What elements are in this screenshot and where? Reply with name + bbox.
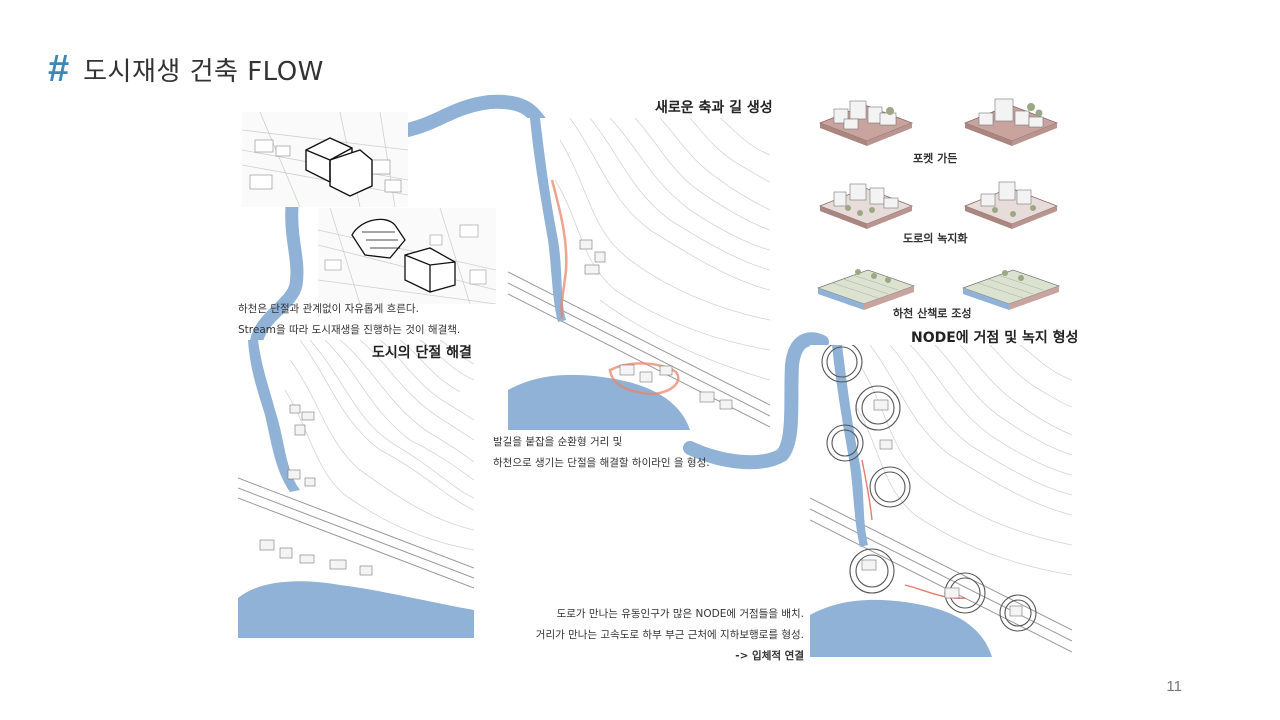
- map-panel-b: [318, 208, 496, 304]
- stream-connectors: [249, 94, 829, 470]
- caption-disconnection: 하천은 단절과 관계없이 자유롭게 흐른다. Stream을 따라 도시재생을 …: [238, 299, 460, 341]
- caption-line: 하천으로 생기는 단절을 해결할 하이라인 을 형성.: [493, 457, 710, 469]
- legend-road-greening-graphics: [818, 181, 1059, 229]
- map-panel-c: [238, 340, 474, 638]
- panel-heading-disconnection: 도시의 단절 해결: [372, 345, 472, 361]
- map-panel-d: [508, 118, 770, 430]
- legend-label-pocket-garden: 포켓 가든: [913, 152, 958, 165]
- caption-line: 발길을 붙잡을 순환형 거리 및: [493, 436, 623, 448]
- caption-line: 거리가 만나는 고속도로 하부 부근 근처에 지하보행로를 형성.: [535, 629, 804, 641]
- stream-connector-top: [401, 94, 547, 137]
- caption-line: 하천은 단절과 관계없이 자유롭게 흐른다.: [238, 303, 419, 315]
- legend-pocket-garden-graphics: [818, 98, 1059, 146]
- caption-line: -> 입체적 연결: [735, 650, 804, 662]
- panel-heading-new-axis: 새로운 축과 길 생성: [655, 100, 773, 116]
- caption-line: Stream을 따라 도시재생을 진행하는 것이 해결책.: [238, 324, 461, 336]
- hash-icon: #: [48, 48, 70, 90]
- page-number: 11: [1166, 678, 1182, 695]
- stream-connector-left: [249, 200, 304, 352]
- caption-line: 도로가 만나는 유동인구가 많은 NODE에 거점들을 배치.: [556, 608, 804, 620]
- legend-stream-walk-graphics: [816, 269, 1061, 310]
- map-panel-e: [810, 345, 1072, 657]
- title-block: # 도시재생 건축 FLOW: [48, 50, 324, 88]
- legend-label-stream-walk: 하천 산책로 조성: [893, 307, 972, 320]
- panel-heading-node: NODE에 거점 및 녹지 형성: [911, 330, 1079, 346]
- caption-new-axis: 발길을 붙잡을 순환형 거리 및 하천으로 생기는 단절을 해결할 하이라인 을…: [493, 432, 710, 474]
- page-title: 도시재생 건축 FLOW: [83, 56, 324, 87]
- map-panel-a: [242, 112, 408, 207]
- legend-label-road-greening: 도로의 녹지화: [903, 232, 968, 245]
- caption-node: 도로가 만나는 유동인구가 많은 NODE에 거점들을 배치. 거리가 만나는 …: [536, 604, 804, 667]
- stream-connector-right: [683, 332, 829, 470]
